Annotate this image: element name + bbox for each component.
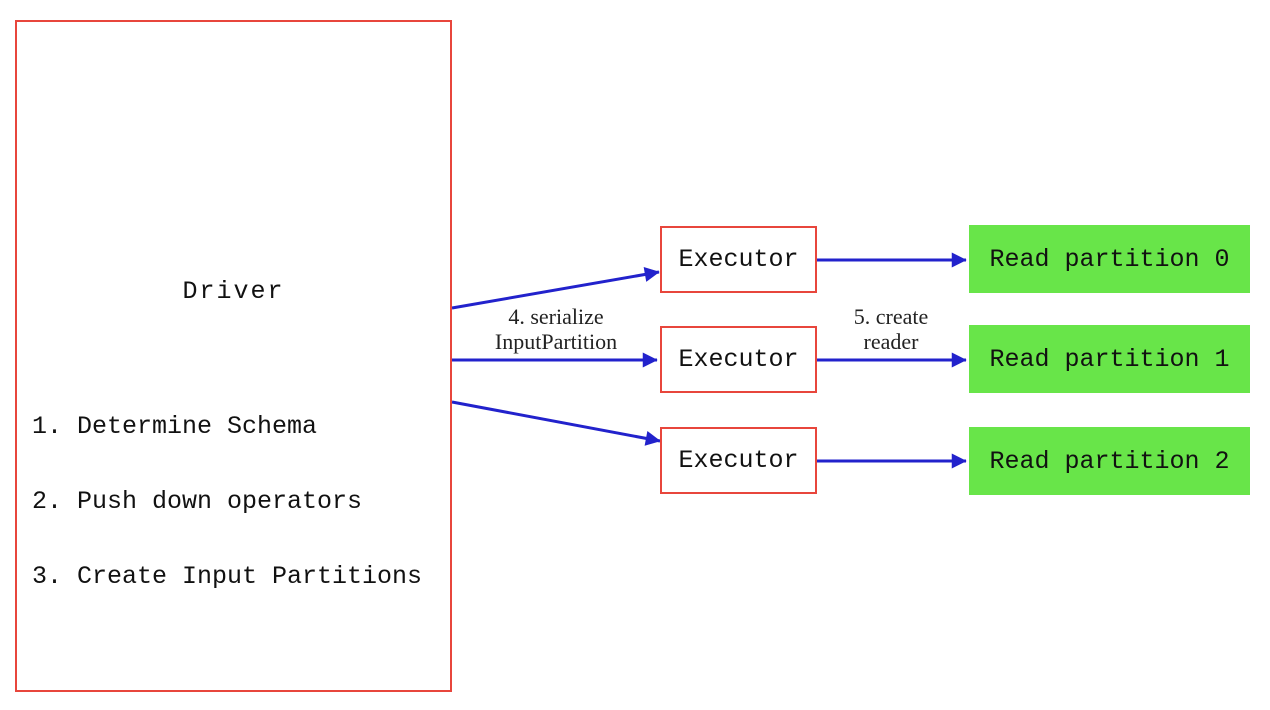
edge-label-serialize-line2: InputPartition xyxy=(494,329,618,354)
read-partition-0-label: Read partition 0 xyxy=(989,244,1230,274)
read-partition-2-label: Read partition 2 xyxy=(989,446,1230,476)
arrow-driver-to-executor-1 xyxy=(451,267,660,310)
edge-label-create-reader: 5. create reader xyxy=(821,304,961,354)
executor-1-label: Executor xyxy=(678,245,799,274)
executor-box-3: Executor xyxy=(660,427,817,494)
read-partition-2-box: Read partition 2 xyxy=(969,427,1250,495)
edge-label-serialize-line1: 4. serialize xyxy=(508,304,604,329)
driver-step-2: 2. Push down operators xyxy=(32,487,363,516)
read-partition-0-box: Read partition 0 xyxy=(969,225,1250,293)
driver-step-1: 1. Determine Schema xyxy=(32,412,318,441)
executor-box-2: Executor xyxy=(660,326,817,393)
driver-title: Driver xyxy=(182,277,285,306)
edge-label-create-reader-line1: 5. create xyxy=(853,304,929,329)
driver-step-3: 3. Create Input Partitions xyxy=(32,562,423,591)
edge-label-serialize-inputpartition: 4. serialize InputPartition xyxy=(451,304,661,354)
executor-3-label: Executor xyxy=(678,446,799,475)
read-partition-1-label: Read partition 1 xyxy=(989,344,1230,374)
executor-2-label: Executor xyxy=(678,345,799,374)
arrow-driver-to-executor-3 xyxy=(451,400,661,446)
executor-box-1: Executor xyxy=(660,226,817,293)
driver-steps-list: 1. Determine Schema 2. Push down operato… xyxy=(32,364,422,639)
read-partition-1-box: Read partition 1 xyxy=(969,325,1250,393)
edge-label-create-reader-line2: reader xyxy=(863,329,919,354)
driver-box: Driver 1. Determine Schema 2. Push down … xyxy=(15,20,452,692)
